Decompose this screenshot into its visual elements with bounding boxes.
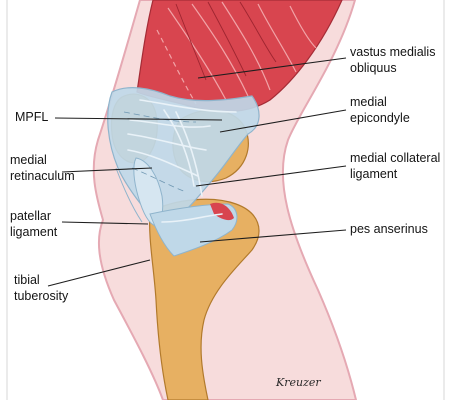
label-medial-collateral-ligament: medial collateral ligament [350, 151, 444, 181]
label-mcl-line2: ligament [350, 167, 398, 181]
label-patellar-ligament: patellar ligament [10, 209, 58, 239]
label-pes-anserinus: pes anserinus [350, 222, 428, 236]
label-medial-retinaculum-line1: medial [10, 153, 47, 167]
label-vastus-line2: obliquus [350, 61, 397, 75]
label-mpfl: MPFL [15, 110, 48, 124]
label-vastus-line1: vastus medialis [350, 45, 435, 59]
label-medial-epicondyle: medial epicondyle [350, 95, 410, 125]
label-tibial-tuberosity: tibial tuberosity [14, 273, 69, 303]
label-tibial-tuberosity-line1: tibial [14, 273, 40, 287]
label-tibial-tuberosity-line2: tuberosity [14, 289, 69, 303]
label-medial-retinaculum-line2: retinaculum [10, 169, 75, 183]
artist-signature: Kreuzer [275, 376, 321, 389]
label-patellar-ligament-line2: ligament [10, 225, 58, 239]
label-medial-retinaculum: medial retinaculum [10, 153, 75, 183]
label-vastus-medialis-obliquus: vastus medialis obliquus [350, 45, 439, 75]
label-mcl-line1: medial collateral [350, 151, 440, 165]
label-medial-epicondyle-line2: epicondyle [350, 111, 410, 125]
label-medial-epicondyle-line1: medial [350, 95, 387, 109]
label-patellar-ligament-line1: patellar [10, 209, 51, 223]
